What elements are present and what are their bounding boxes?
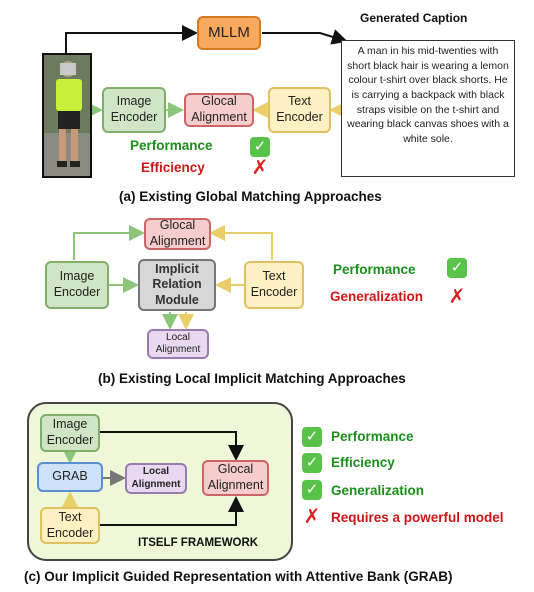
local-alignment-c: Local Alignment bbox=[125, 463, 187, 494]
metric-efficiency-a: Efficiency bbox=[141, 160, 205, 175]
text-encoder-b: Text Encoder bbox=[244, 261, 304, 309]
check-icon: ✓ bbox=[302, 427, 322, 447]
generated-caption-text: A man in his mid-twenties with short bla… bbox=[341, 40, 515, 177]
text-encoder-a: Text Encoder bbox=[268, 87, 331, 133]
check-icon: ✓ bbox=[302, 453, 322, 473]
pedestrian-illustration bbox=[44, 55, 90, 176]
arrow-image-to-mllm bbox=[65, 25, 198, 53]
text-encoder-c: Text Encoder bbox=[40, 507, 100, 544]
local-alignment-b: Local Alignment bbox=[147, 329, 209, 359]
arrow-text-encoder-to-glocal-c bbox=[100, 496, 244, 526]
glocal-alignment-b: Glocal Alignment bbox=[144, 218, 211, 250]
arrow-image-encoder-to-glocal-c bbox=[100, 431, 244, 461]
caption-c: (c) Our Implicit Guided Representation w… bbox=[24, 569, 453, 584]
arrow-image-encoder-to-glocal-b bbox=[73, 225, 145, 260]
check-icon: ✓ bbox=[250, 137, 270, 157]
metric-generalization-c: Generalization bbox=[331, 483, 425, 498]
image-encoder-c: Image Encoder bbox=[40, 414, 100, 452]
check-icon: ✓ bbox=[447, 258, 467, 278]
caption-a: (a) Existing Global Matching Approaches bbox=[119, 189, 382, 204]
image-encoder-a: Image Encoder bbox=[102, 87, 166, 133]
implicit-relation-module: Implicit Relation Module bbox=[138, 259, 216, 311]
generated-caption-title: Generated Caption bbox=[360, 11, 468, 25]
metric-performance-c: Performance bbox=[331, 429, 414, 444]
arrow-mllm-to-caption bbox=[262, 29, 348, 45]
glocal-alignment-c: Glocal Alignment bbox=[202, 460, 269, 496]
pedestrian-photo bbox=[42, 53, 92, 178]
itself-framework-label: ITSELF FRAMEWORK bbox=[138, 537, 259, 549]
caption-b: (b) Existing Local Implicit Matching App… bbox=[98, 371, 406, 386]
metric-generalization-b: Generalization bbox=[330, 289, 424, 304]
cross-icon: ✗ bbox=[448, 286, 466, 308]
glocal-alignment-a: Glocal Alignment bbox=[184, 93, 254, 127]
metric-requires-powerful-model: Requires a powerful model bbox=[331, 510, 504, 525]
image-encoder-b: Image Encoder bbox=[45, 261, 109, 309]
cross-icon: ✗ bbox=[251, 157, 269, 179]
grab-module: GRAB bbox=[37, 462, 103, 492]
arrow-text-encoder-to-glocal-b bbox=[209, 225, 273, 260]
cross-icon: ✗ bbox=[303, 506, 321, 528]
mllm-box: MLLM bbox=[197, 16, 261, 50]
metric-performance-b: Performance bbox=[333, 262, 416, 277]
metric-performance-a: Performance bbox=[130, 138, 213, 153]
metric-efficiency-c: Efficiency bbox=[331, 455, 395, 470]
check-icon: ✓ bbox=[302, 480, 322, 500]
